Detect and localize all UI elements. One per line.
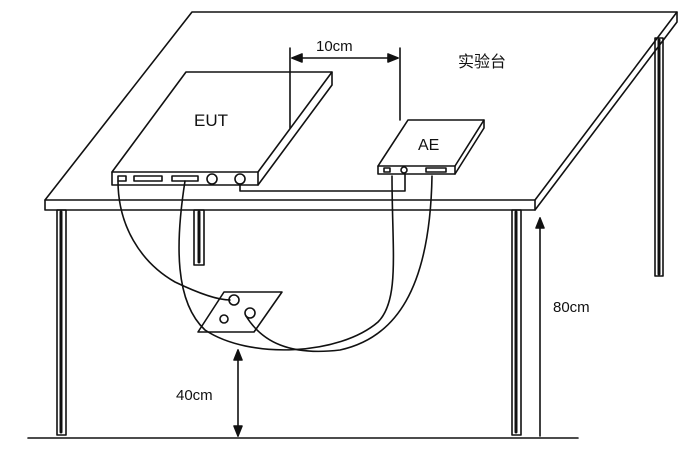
leg-front-right: [511, 209, 522, 436]
leg-back-right: [654, 37, 664, 277]
table-label: 实验台: [458, 53, 506, 71]
ae-label: AE: [418, 137, 439, 154]
ae-port-2: [425, 167, 447, 173]
table-height-dimension: [535, 217, 545, 437]
eut-port-2: [133, 175, 163, 182]
cable-eut-ae-direct: [239, 173, 406, 192]
leg-back-left: [193, 209, 205, 266]
cable-eut-to-ae-loop: [178, 175, 395, 351]
gap-label: 10cm: [316, 38, 353, 55]
gap-dimension: [289, 47, 401, 129]
table-front-edge: [44, 199, 536, 211]
ae-connector: [400, 166, 408, 174]
cables: [117, 173, 433, 353]
plate-height-label: 40cm: [176, 387, 213, 404]
eut-connector-2: [234, 173, 246, 185]
eut-connector-1: [206, 173, 218, 185]
cable-plate-to-ae: [245, 175, 433, 353]
leg-front-left: [56, 209, 67, 436]
table-side-edge: [534, 11, 678, 211]
ae-device: [377, 119, 485, 175]
ae-port-1: [383, 167, 391, 173]
eut-port-1: [117, 175, 127, 182]
table-height-label: 80cm: [553, 299, 590, 316]
plate-height-dimension: [233, 349, 243, 437]
table-legs: [56, 37, 664, 436]
eut-label: EUT: [194, 111, 228, 130]
connection-plate: [197, 291, 283, 333]
cable-eut-to-plate: [117, 180, 231, 301]
